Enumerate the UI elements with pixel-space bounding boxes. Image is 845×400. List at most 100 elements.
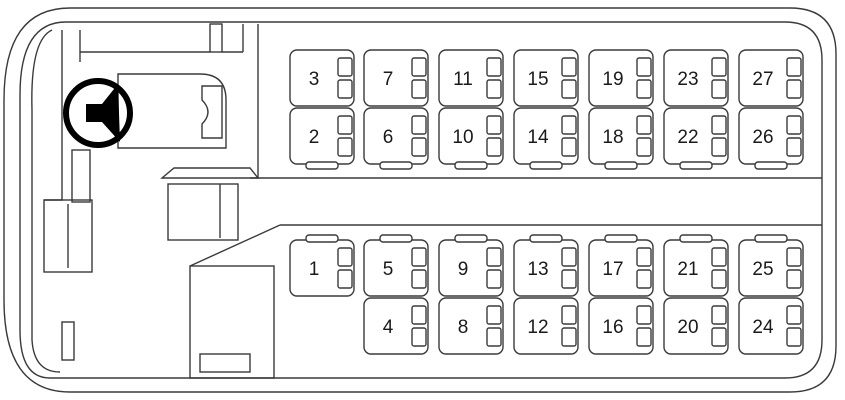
seat-number: 21: [677, 259, 698, 280]
seat-number: 1: [309, 259, 320, 280]
seat-handle: [604, 234, 638, 243]
armrest: [711, 269, 727, 289]
armrest: [411, 79, 427, 99]
seat-number: 4: [383, 317, 394, 338]
seat-handle: [379, 234, 413, 243]
armrest: [486, 57, 502, 77]
seat[interactable]: 5: [363, 234, 429, 297]
seat[interactable]: 22: [663, 107, 729, 170]
armrest: [411, 137, 427, 157]
armrest: [636, 79, 652, 99]
armrest: [711, 137, 727, 157]
seat[interactable]: 11: [438, 49, 504, 107]
seat[interactable]: 21: [663, 234, 729, 297]
armrest: [711, 79, 727, 99]
seat-handle: [604, 161, 638, 170]
seat[interactable]: 8: [438, 297, 504, 355]
armrest: [337, 137, 353, 157]
seat-number: 2: [309, 127, 320, 148]
seat[interactable]: 19: [588, 49, 654, 107]
seat[interactable]: 17: [588, 234, 654, 297]
armrest: [711, 115, 727, 135]
aisle: [189, 177, 822, 267]
armrest: [786, 269, 802, 289]
seat[interactable]: 24: [738, 297, 804, 355]
seat[interactable]: 16: [588, 297, 654, 355]
armrest: [561, 269, 577, 289]
seat-handle: [679, 234, 713, 243]
armrest: [786, 305, 802, 325]
entrance-step: [43, 199, 93, 273]
driver-area: [43, 23, 260, 361]
seat[interactable]: 27: [738, 49, 804, 107]
armrest: [561, 327, 577, 347]
seat[interactable]: 2: [289, 107, 355, 170]
armrest: [486, 137, 502, 157]
armrest: [561, 247, 577, 267]
seat[interactable]: 3: [289, 49, 355, 107]
seat[interactable]: 25: [738, 234, 804, 297]
seat-number: 24: [752, 317, 774, 338]
steering-wheel-icon: [63, 78, 133, 148]
seat[interactable]: 7: [363, 49, 429, 107]
seat[interactable]: 12: [513, 297, 579, 355]
armrest: [786, 327, 802, 347]
seat[interactable]: 9: [438, 234, 504, 297]
seat-number: 7: [383, 69, 394, 90]
armrest: [337, 247, 353, 267]
armrest: [486, 79, 502, 99]
seat-handle: [754, 161, 788, 170]
armrest: [411, 57, 427, 77]
armrest: [636, 115, 652, 135]
armrest: [411, 305, 427, 325]
armrest: [486, 247, 502, 267]
bus-body: [3, 7, 837, 393]
armrest: [337, 115, 353, 135]
seat-number: 20: [677, 317, 698, 338]
seat[interactable]: 23: [663, 49, 729, 107]
armrest: [561, 57, 577, 77]
seat-number: 23: [677, 69, 698, 90]
armrest: [561, 115, 577, 135]
seat-handle: [305, 161, 339, 170]
seat[interactable]: 26: [738, 107, 804, 170]
seat[interactable]: 1: [289, 234, 355, 297]
seat-number: 15: [527, 69, 548, 90]
armrest: [337, 269, 353, 289]
seat-handle: [529, 234, 563, 243]
armrest: [486, 269, 502, 289]
seat-number: 14: [527, 127, 549, 148]
seat-number: 6: [383, 127, 394, 148]
armrest: [786, 247, 802, 267]
armrest: [636, 327, 652, 347]
seat-handle: [379, 161, 413, 170]
armrest: [486, 115, 502, 135]
armrest: [786, 79, 802, 99]
seat-number: 5: [383, 259, 394, 280]
armrest: [411, 327, 427, 347]
seat-handle: [454, 161, 488, 170]
armrest: [411, 115, 427, 135]
armrest: [711, 327, 727, 347]
seat-number: 18: [602, 127, 623, 148]
armrest: [711, 247, 727, 267]
seat[interactable]: 15: [513, 49, 579, 107]
seat-handle: [529, 161, 563, 170]
seat[interactable]: 18: [588, 107, 654, 170]
rear-compartment: [189, 265, 275, 379]
armrest: [636, 305, 652, 325]
seat[interactable]: 10: [438, 107, 504, 170]
armrest: [486, 305, 502, 325]
armrest: [636, 137, 652, 157]
seat[interactable]: 20: [663, 297, 729, 355]
armrest: [337, 79, 353, 99]
seat-number: 16: [602, 317, 623, 338]
seat[interactable]: 13: [513, 234, 579, 297]
seat[interactable]: 6: [363, 107, 429, 170]
seat[interactable]: 14: [513, 107, 579, 170]
seat-number: 12: [527, 317, 548, 338]
armrest: [561, 137, 577, 157]
seat[interactable]: 4: [363, 297, 429, 355]
